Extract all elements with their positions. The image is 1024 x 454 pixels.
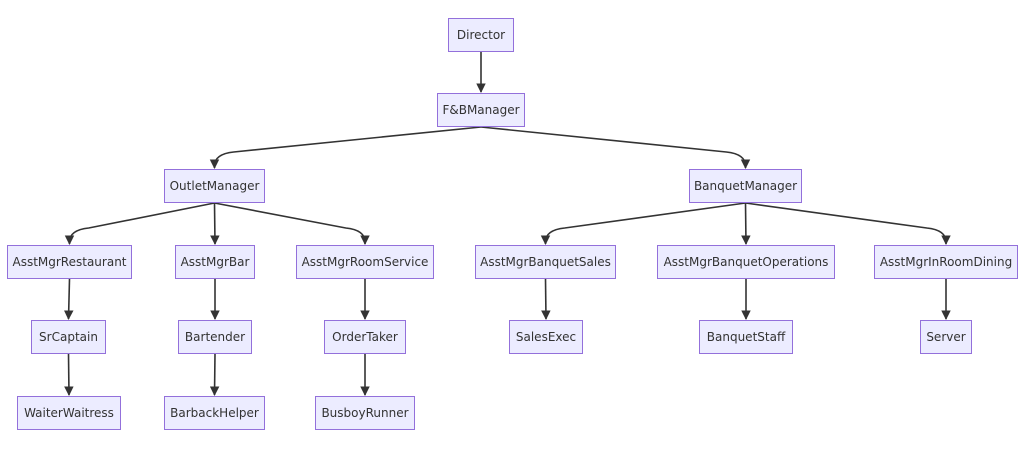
edge-bartender-to-barback-helper — [209, 353, 220, 396]
edge-banquet-manager-to-asst-mgr-banquet-sales — [540, 202, 746, 245]
node-waiter-waitress: WaiterWaitress — [17, 396, 121, 430]
edge-banquet-manager-to-asst-mgr-banquet-operations — [741, 202, 751, 245]
node-asst-mgr-banquet-sales: AsstMgrBanquetSales — [475, 245, 616, 279]
node-asst-mgr-banquet-operations: AsstMgrBanquetOperations — [657, 245, 835, 279]
node-asst-mgr-in-room-dining: AsstMgrInRoomDining — [874, 245, 1018, 279]
edge-fb-manager-to-banquet-manager — [480, 126, 751, 169]
node-sales-exec: SalesExec — [509, 320, 583, 354]
node-bartender: Bartender — [178, 320, 252, 354]
node-barback-helper: BarbackHelper — [164, 396, 265, 430]
node-sr-captain: SrCaptain — [31, 320, 106, 354]
node-asst-mgr-room-service: AsstMgrRoomService — [296, 245, 434, 279]
node-outlet-manager: OutletManager — [164, 169, 265, 203]
edge-outlet-manager-to-asst-mgr-bar — [210, 202, 220, 245]
node-asst-mgr-bar: AsstMgrBar — [175, 245, 255, 279]
node-banquet-manager: BanquetManager — [689, 169, 802, 203]
node-fb-manager: F&BManager — [437, 93, 525, 127]
edge-sr-captain-to-waiter-waitress — [64, 353, 74, 396]
edge-fb-manager-to-outlet-manager — [209, 126, 482, 169]
node-busboy-runner: BusboyRunner — [315, 396, 415, 430]
node-asst-mgr-restaurant: AsstMgrRestaurant — [7, 245, 132, 279]
edge-outlet-manager-to-asst-mgr-room-service — [214, 202, 370, 245]
edge-banquet-manager-to-asst-mgr-in-room-dining — [745, 202, 951, 245]
node-banquet-staff: BanquetStaff — [699, 320, 793, 354]
node-server: Server — [920, 320, 972, 354]
edge-outlet-manager-to-asst-mgr-restaurant — [64, 202, 215, 245]
edge-asst-mgr-restaurant-to-sr-captain — [63, 278, 74, 320]
node-order-taker: OrderTaker — [324, 320, 406, 354]
node-director: Director — [448, 18, 514, 52]
edge-asst-mgr-banquet-sales-to-sales-exec — [541, 278, 551, 320]
